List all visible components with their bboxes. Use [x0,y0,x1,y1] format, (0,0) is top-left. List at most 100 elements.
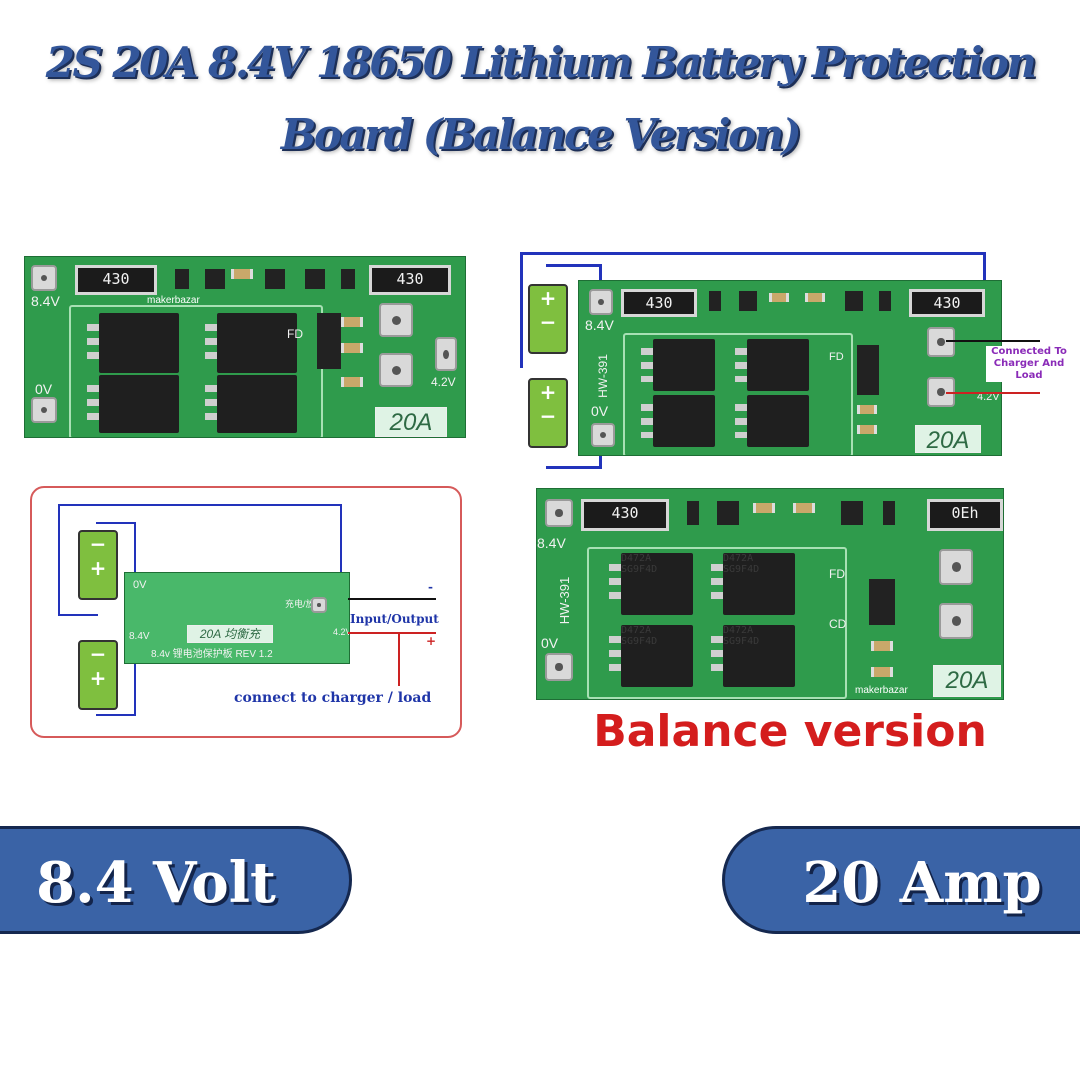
label-84v: 8.4V [129,631,150,642]
label-cd: CD [829,617,847,631]
label-0v: 0V [591,403,609,419]
wire-blue [96,522,136,524]
board-text: 8.4v 锂电池保护板 REV 1.2 [151,649,273,660]
wire-blue [546,264,602,267]
page-title-line1: 2S 20A 8.4V 18650 Lithium Battery Protec… [45,38,1037,87]
battery-cell-bottom: +− [528,378,568,448]
wire-blue [58,504,342,506]
mosfet-outline [623,333,853,455]
smd-component [341,317,363,327]
spec-current-pill: 20 Amp [722,826,1080,934]
ic-chip [879,291,891,311]
wire-blue [134,522,136,584]
pad-0v [591,423,615,447]
mosfet: D472A SG9F4D [609,553,693,615]
pad-positive [939,549,973,585]
ic-chip [857,345,879,395]
mosfet [641,395,715,447]
smd-component [857,425,877,434]
label-fd: FD [287,327,303,341]
watermark: makerbazar [855,685,908,696]
pad-negative [939,603,973,639]
balance-version-caption: Balance version [593,706,987,757]
label-42v: 4.2V [431,375,456,389]
label-0v: 0V [541,635,559,651]
label-fd: FD [829,351,844,363]
label-84v: 8.4V [537,535,566,551]
pad-0v [545,653,573,681]
smd-component [871,641,893,651]
ic-chip [205,269,225,289]
pad-84v [31,265,57,291]
resistor-430-left: 430 [621,289,697,317]
pad-positive [379,303,413,337]
mosfet [87,313,179,373]
terminal-label: 充电/放电 [285,599,324,609]
wire-red [348,632,436,634]
spec-voltage-pill: 8.4 Volt [0,826,352,934]
smd-component [769,293,789,302]
badge-20a: 20A [933,665,1001,697]
ic-chip [841,501,863,525]
smd-component [793,503,815,513]
ic-chip [265,269,285,289]
resistor-0eh-right: 0Eh [927,499,1003,531]
mosfet: D472A SG9F4D [711,553,795,615]
wire-red [398,634,400,686]
ic-chip [883,501,895,525]
smd-component [341,377,363,387]
wire-blue [340,504,342,608]
mosfet [641,339,715,391]
mosfet: D472A SG9F4D [609,625,693,687]
pad-terminal [311,597,327,613]
page-title-line2: Board (Balance Version) [280,110,802,159]
resistor-430-right: 430 [909,289,985,317]
label-84v: 8.4V [585,317,614,333]
wire-blue [58,504,60,616]
wire-blue [520,252,986,255]
resistor-430-left: 430 [581,499,669,531]
battery-cell-top: −+ [78,530,118,600]
label-42v: 4.2V [977,391,1000,403]
badge-20a: 20A 均衡充 [187,625,273,643]
wire-blue [546,466,602,469]
ic-chip [717,501,739,525]
wire-black [946,340,1040,342]
mosfet [87,375,179,433]
pad-42v [435,337,457,371]
smd-component [871,667,893,677]
mosfet: D472A SG9F4D [711,625,795,687]
ic-chip [317,313,341,369]
smd-component [231,269,253,279]
ic-chip [869,579,895,625]
pad-84v [589,289,613,315]
model-label: HW-391 [595,354,610,398]
ic-chip [739,291,757,311]
badge-20a: 20A [375,407,447,437]
wire-blue [520,252,523,368]
resistor-430-right: 430 [369,265,451,295]
mosfet [735,339,809,391]
input-output-label: Input/Output [350,612,439,626]
mosfet-outline [587,547,847,699]
mosfet-outline [69,305,323,437]
label-fd: FD [829,567,845,581]
pad-84v [545,499,573,527]
diagram-minus: - [428,580,433,594]
wire-red [946,392,1040,394]
wire-blue [96,714,136,716]
connect-caption: connect to charger / load [234,690,432,706]
watermark: makerbazar [147,295,200,306]
pcb-diagram-board: 0V 8.4V 充电/放电 4.2V 20A 均衡充 8.4v 锂电池保护板 R… [124,572,350,664]
pcb-photo-balance: 8.4V HW-391 0V 430 0Eh D472A SG9F4D D472… [536,488,1004,700]
pad-positive [927,327,955,357]
smd-component [753,503,775,513]
smd-component [857,405,877,414]
pad-negative [379,353,413,387]
label-0v: 0V [35,381,53,397]
label-42v: 4.2V [333,627,350,637]
mosfet [205,375,297,433]
diagram-plus: + [426,634,437,648]
ic-chip [175,269,189,289]
ic-chip [305,269,325,289]
